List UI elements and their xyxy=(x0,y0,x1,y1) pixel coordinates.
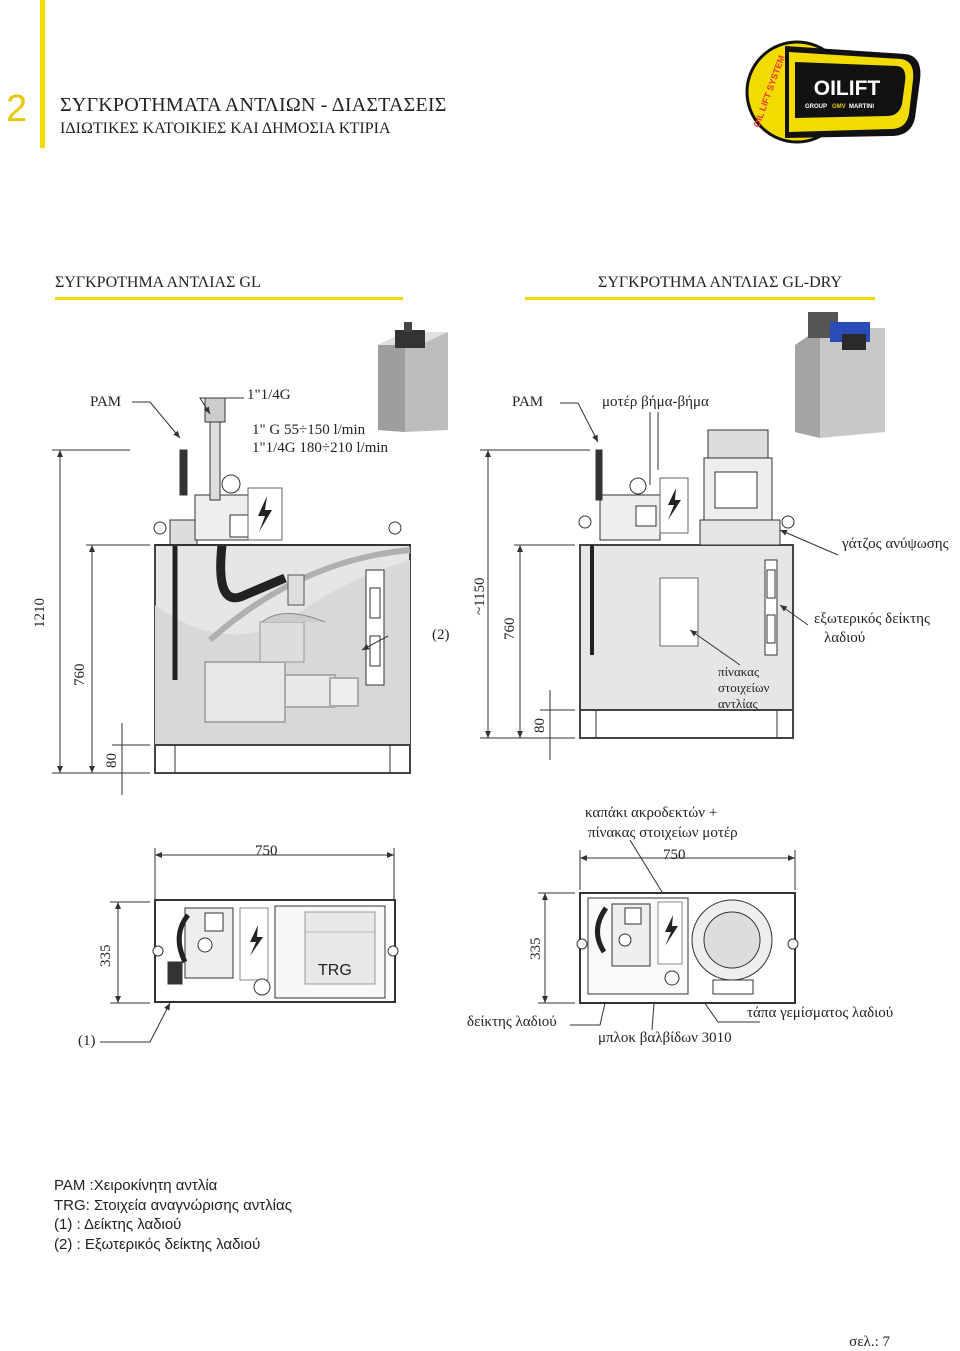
cover-label-1: καπάκι ακροδεκτών + xyxy=(585,805,718,821)
plate-label-1: πίνακας xyxy=(718,664,760,679)
plate-label-3: αντλίας xyxy=(718,696,758,711)
section-title-gldry: ΣΥΓΚΡΟΤΗΜΑ ΑΝΤΛΙΑΣ GL-DRY xyxy=(598,274,842,291)
gl-fitting-label: 1"1/4G xyxy=(247,387,291,403)
valve-block-label: μπλοκ βαλβίδων 3010 xyxy=(598,1030,732,1046)
gl-flow-1: 1" G 55÷150 l/min xyxy=(252,422,366,438)
page-title: ΣΥΓΚΡΟΤΗΜΑΤΑ ΑΝΤΛΙΩΝ - ΔΙΑΣΤΑΣΕΙΣ xyxy=(60,94,447,116)
gldry-motor-label: μοτέρ βήμα-βήμα xyxy=(602,394,709,410)
gldry-pam-label: PAM xyxy=(512,394,544,410)
gl-elevation xyxy=(153,397,411,774)
gl-flow-2: 1"1/4G 180÷210 l/min xyxy=(252,440,389,456)
gl-dim-80: 80 xyxy=(104,753,120,768)
gl-dim-760: 760 xyxy=(72,663,88,687)
gldry-dim-1150: ~1150 xyxy=(472,577,488,615)
gl-plan xyxy=(152,899,399,1003)
oil-indicator-label: δείκτης λαδιού xyxy=(467,1014,557,1030)
gldry-dim-335: 335 xyxy=(528,937,544,961)
accent-bar xyxy=(40,0,45,148)
ext-indicator-label-1: εξωτερικός δείκτης xyxy=(814,611,930,627)
gl-dim-750: 750 xyxy=(255,843,278,859)
gldry-dim-760: 760 xyxy=(502,617,518,641)
gl-ref-1: (1) xyxy=(78,1033,96,1049)
legend: PAM :Χειροκίνητη αντλία TRG: Στοιχεία αν… xyxy=(54,1176,292,1254)
svg-text:MARTINI: MARTINI xyxy=(849,104,874,110)
gldry-dim-750: 750 xyxy=(663,847,686,863)
oilift-logo: OILIFT GROUP GMV MARTINI OIL LIFT SYSTEM xyxy=(745,40,921,144)
gl-dimensions xyxy=(52,397,395,1043)
legend-item: (2) : Εξωτερικός δείκτης λαδιού xyxy=(54,1235,261,1253)
hook-label: γάτζος ανύψωσης xyxy=(842,536,949,552)
gl-photo xyxy=(378,322,448,432)
gldry-elevation xyxy=(578,429,795,739)
gldry-photo xyxy=(795,312,885,438)
section-underline-gl xyxy=(55,297,403,300)
svg-text:GMV: GMV xyxy=(832,104,846,110)
gldry-dim-80: 80 xyxy=(532,718,548,733)
section-title-gl: ΣΥΓΚΡΟΤΗΜΑ ΑΝΤΛΙΑΣ GL xyxy=(55,274,261,291)
trg-label: TRG xyxy=(318,962,352,979)
legend-item: PAM :Χειροκίνητη αντλία xyxy=(54,1177,218,1194)
legend-item: TRG: Στοιχεία αναγνώρισης αντλίας xyxy=(54,1196,292,1214)
logo-brand: OILIFT xyxy=(814,77,881,100)
legend-item: (1) : Δείκτης λαδιού xyxy=(54,1216,182,1233)
gl-dim-335: 335 xyxy=(98,944,114,968)
svg-text:GROUP: GROUP xyxy=(805,104,827,110)
gldry-plan xyxy=(576,892,799,1004)
plate-label-2: στοιχείων xyxy=(718,680,770,695)
page-subtitle: ΙΔΙΩΤΙΚΕΣ ΚΑΤΟΙΚΙΕΣ ΚΑΙ ΔΗΜΟΣΙΑ ΚΤΙΡΙΑ xyxy=(60,120,391,137)
section-underline-gldry xyxy=(525,297,875,300)
gl-ref-2: (2) xyxy=(432,627,450,643)
footer-page-number: σελ.: 7 xyxy=(849,1334,890,1350)
filler-cap-label: τάπα γεμίσματος λαδιού xyxy=(747,1005,894,1021)
ext-indicator-label-2: λαδιού xyxy=(824,630,866,646)
cover-label-2: πίνακας στοιχείων μοτέρ xyxy=(588,825,738,841)
gl-dim-1210: 1210 xyxy=(32,598,48,628)
gl-pam-label: PAM xyxy=(90,394,122,410)
page-number: 2 xyxy=(6,88,28,130)
